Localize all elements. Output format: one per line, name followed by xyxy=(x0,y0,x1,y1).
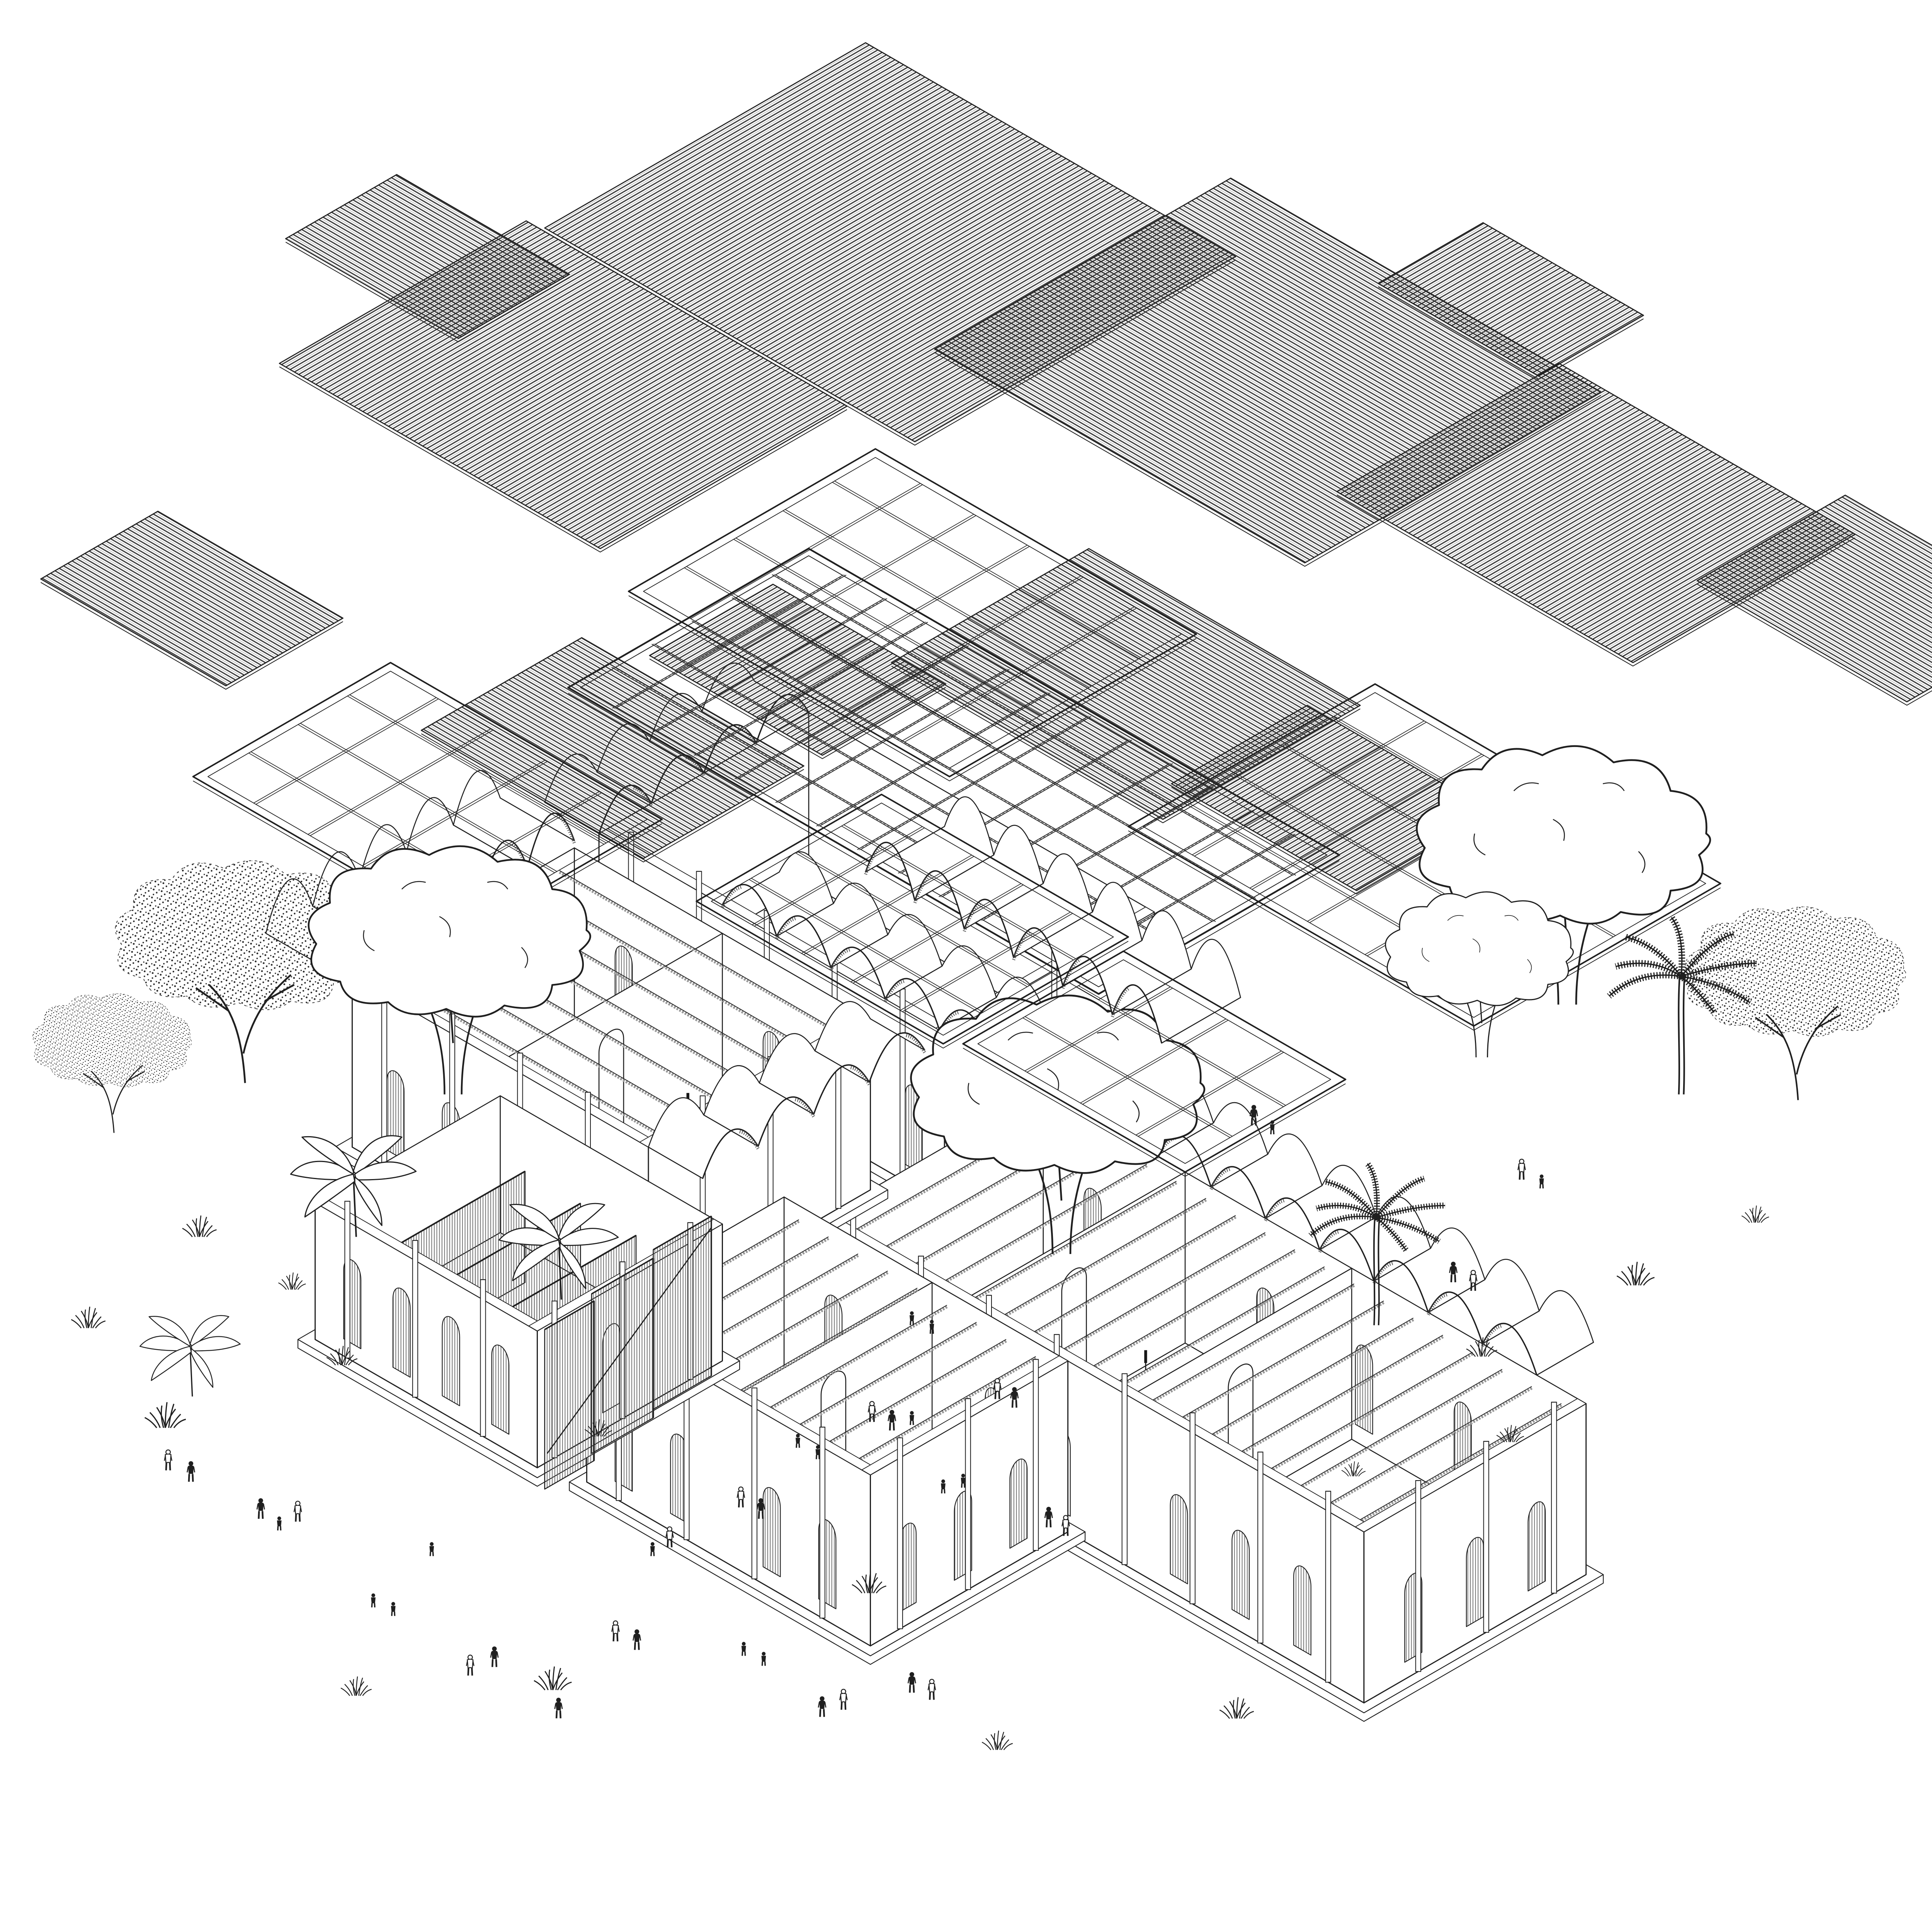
roof-sheet xyxy=(649,584,947,759)
vault-row-left-corridor xyxy=(648,1001,926,1179)
purlin-frame-low xyxy=(962,950,1347,1177)
purlin-frame-center xyxy=(696,793,1129,1049)
roof-sheet xyxy=(1696,494,1932,706)
entrance-mesh-screens xyxy=(544,1215,712,1490)
roof-sheet xyxy=(420,637,804,863)
roof-sheet xyxy=(40,511,344,690)
scene-root xyxy=(32,42,1932,1751)
school-exploded-axonometric-svg xyxy=(32,42,1932,1751)
